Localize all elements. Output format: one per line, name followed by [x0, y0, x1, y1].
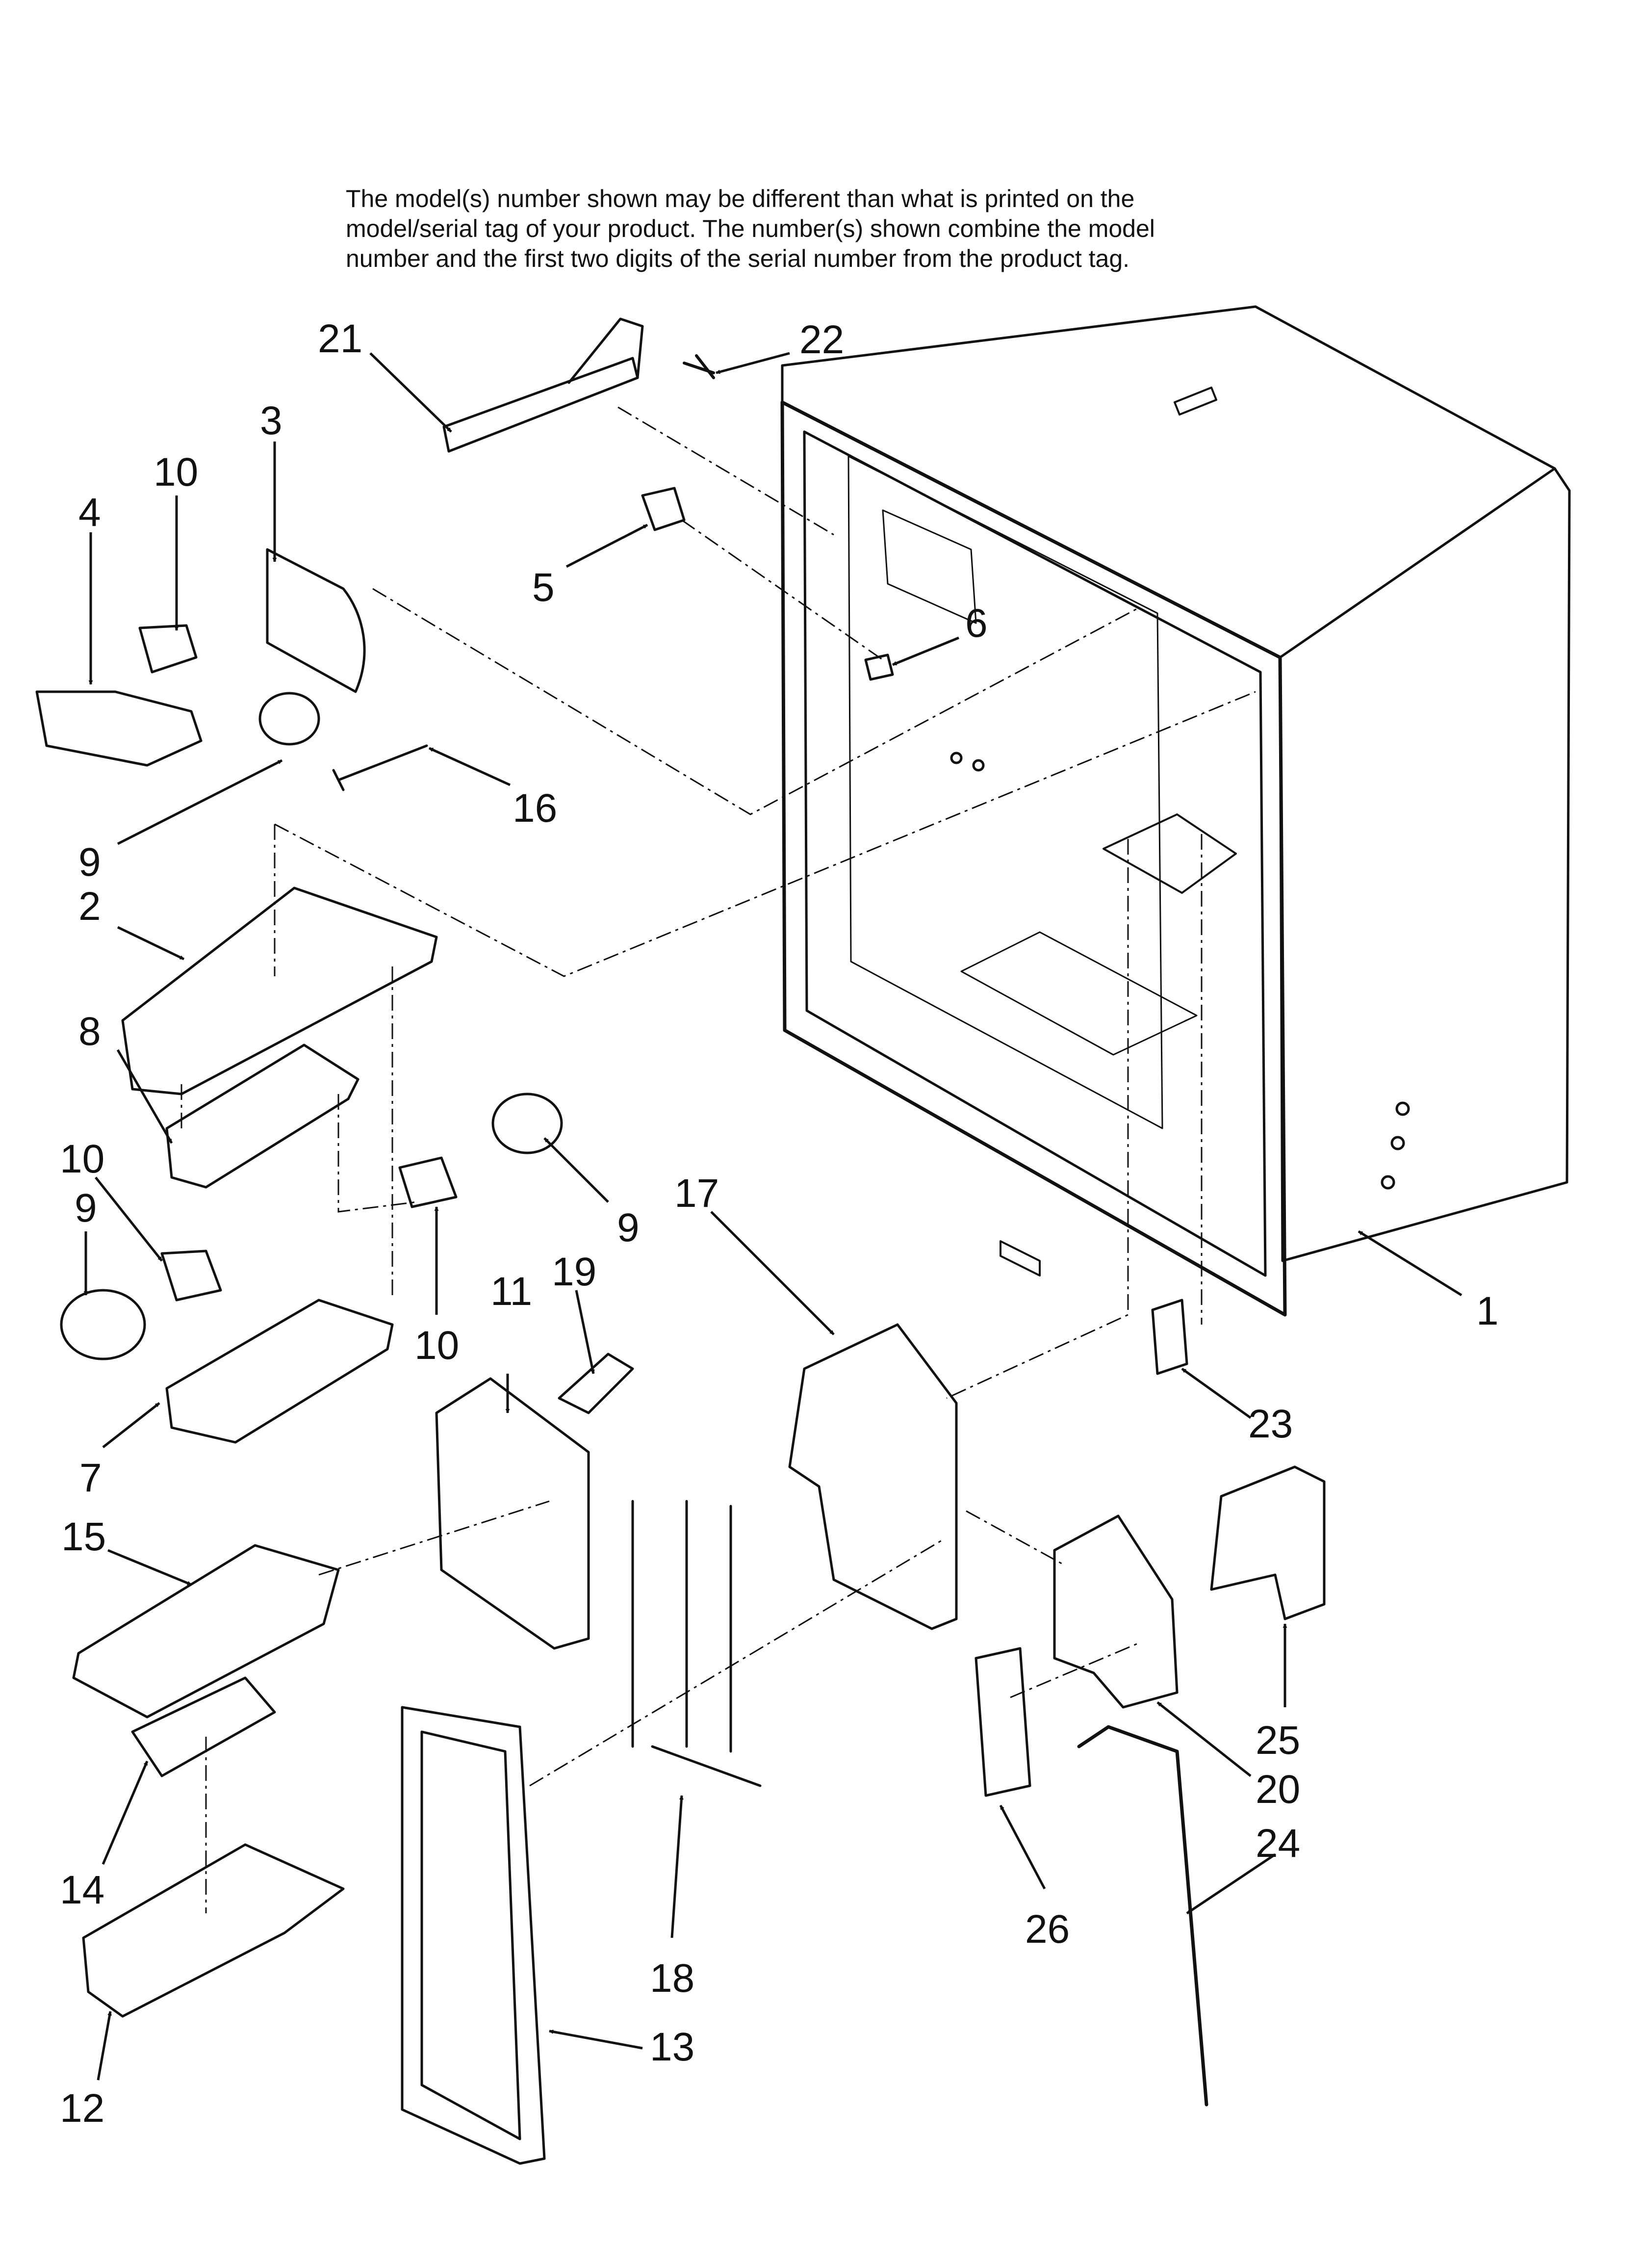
callout-3: 3 — [260, 398, 282, 443]
screw-part-22 — [683, 354, 715, 379]
callout-14: 14 — [60, 1868, 104, 1912]
callout-20: 20 — [1256, 1767, 1300, 1812]
part-6 — [864, 653, 894, 681]
callout-5: 5 — [532, 565, 555, 610]
callout-22: 22 — [799, 317, 844, 362]
callout-8: 8 — [78, 1009, 101, 1054]
socket-part-10b — [160, 1250, 222, 1302]
tube-part-18 — [631, 1500, 762, 1787]
callout-10: 10 — [60, 1137, 104, 1181]
callout-1: 1 — [1476, 1289, 1499, 1333]
housing-part-2 — [121, 886, 438, 1095]
callout-15: 15 — [61, 1514, 106, 1559]
part-23 — [1151, 1299, 1188, 1375]
bracket-part-25 — [1210, 1465, 1326, 1620]
callout-17: 17 — [674, 1171, 719, 1216]
callout-26: 26 — [1025, 1907, 1070, 1952]
panel-part-13 — [401, 1706, 546, 2165]
callout-23: 23 — [1248, 1402, 1293, 1446]
callout-9: 9 — [617, 1205, 640, 1250]
leader-arrows — [83, 352, 1462, 2081]
tube-part-24 — [1077, 1725, 1208, 2107]
disclaimer-note: The model(s) number shown may be differe… — [346, 184, 1327, 274]
note-line-1: The model(s) number shown may be differe… — [346, 185, 1135, 212]
shield-part-3 — [266, 548, 366, 693]
cover-part-21 — [442, 317, 644, 453]
callout-6: 6 — [965, 601, 988, 646]
part-5 — [641, 487, 686, 531]
lens-part-4 — [35, 690, 203, 767]
callout-13: 13 — [650, 2025, 694, 2069]
note-line-3: number and the first two digits of the s… — [346, 245, 1130, 272]
callout-12: 12 — [60, 2086, 104, 2131]
callout-21: 21 — [318, 316, 362, 361]
housing-part-11 — [435, 1377, 590, 1650]
callout-7: 7 — [79, 1456, 102, 1500]
socket-part-10c — [398, 1156, 458, 1208]
callout-labels: 21 22 3 10 4 5 6 16 9 2 8 10 9 9 10 17 1… — [60, 316, 1499, 2131]
filter-part-14 — [131, 1676, 276, 1777]
callout-4: 4 — [78, 490, 101, 535]
cabinet-liner-part — [780, 305, 1571, 1317]
filter-housing-part-15 — [72, 1544, 340, 1719]
thermistor-part-19 — [558, 1353, 634, 1414]
bulb-part-9a — [258, 692, 320, 746]
filter-cover-part-12 — [82, 1843, 345, 2018]
callout-16: 16 — [513, 786, 557, 831]
lens-part-7 — [165, 1299, 394, 1444]
bracket-part-26 — [975, 1647, 1031, 1797]
mount-part-17 — [788, 1323, 958, 1630]
callout-24: 24 — [1256, 1821, 1300, 1866]
valve-part-20 — [1053, 1514, 1179, 1709]
socket-part-10a — [138, 624, 198, 674]
callout-10: 10 — [154, 450, 198, 495]
bulb-part-9c — [491, 1093, 563, 1154]
diffuser-part-8 — [165, 1043, 359, 1189]
callout-11: 11 — [490, 1269, 532, 1314]
callout-25: 25 — [1256, 1718, 1300, 1763]
callout-10: 10 — [414, 1323, 459, 1368]
note-line-2: model/serial tag of your product. The nu… — [346, 215, 1155, 242]
callout-19: 19 — [552, 1250, 596, 1294]
callout-18: 18 — [650, 1956, 694, 2001]
callout-9: 9 — [75, 1186, 97, 1230]
assembly-lines — [180, 406, 1256, 1913]
bulb-part-9b — [60, 1289, 146, 1360]
callout-2: 2 — [78, 884, 101, 929]
probe-part-16 — [332, 744, 428, 791]
callout-9: 9 — [78, 840, 101, 885]
